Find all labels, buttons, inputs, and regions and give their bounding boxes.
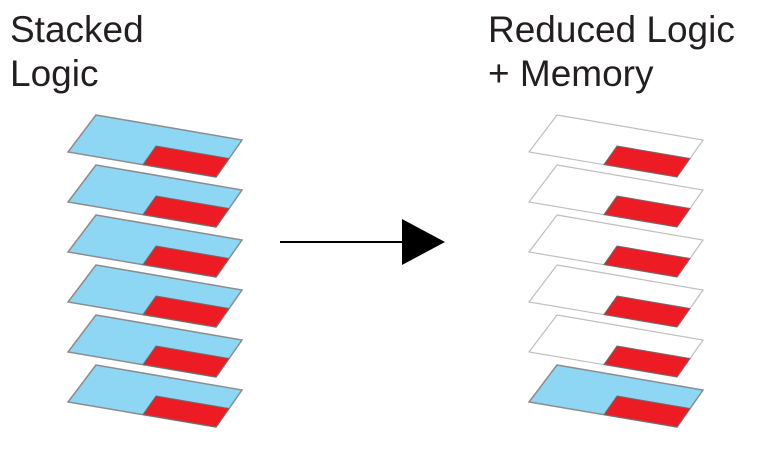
right-layer-1	[527, 114, 705, 178]
right-layer-2	[527, 164, 705, 228]
right-red-block-2	[603, 195, 691, 228]
left-layer-5	[66, 314, 244, 378]
left-layer-6	[66, 364, 244, 428]
left-layer-2	[66, 164, 244, 228]
arrow-head	[402, 219, 445, 265]
right-red-block-3	[603, 245, 691, 278]
right-red-block-1	[603, 145, 691, 178]
right-layer-4	[527, 264, 705, 328]
left-red-block-6	[142, 395, 230, 428]
right-layer-stack	[527, 114, 705, 428]
reduced-logic-memory-label: Reduced Logic + Memory	[488, 8, 735, 96]
left-layer-1	[66, 114, 244, 178]
right-red-block-5	[603, 345, 691, 378]
left-layer-4	[66, 264, 244, 328]
right-layer-5	[527, 314, 705, 378]
left-layer-3	[66, 214, 244, 278]
left-red-block-2	[142, 195, 230, 228]
reduced-logic-memory-label-line-2: + Memory	[488, 53, 654, 94]
stacked-logic-label: Stacked Logic	[10, 8, 144, 96]
left-red-block-4	[142, 295, 230, 328]
left-red-block-5	[142, 345, 230, 378]
left-red-block-1	[142, 145, 230, 178]
transition-arrow	[280, 219, 445, 265]
left-layer-stack	[66, 114, 244, 428]
stacked-logic-label-line-2: Logic	[10, 53, 99, 94]
stacked-logic-label-line-1: Stacked	[10, 9, 144, 50]
right-layer-3	[527, 214, 705, 278]
reduced-logic-memory-label-line-1: Reduced Logic	[488, 9, 735, 50]
left-red-block-3	[142, 245, 230, 278]
right-red-block-4	[603, 295, 691, 328]
right-layer-6	[527, 364, 705, 428]
right-red-block-6	[603, 395, 691, 428]
